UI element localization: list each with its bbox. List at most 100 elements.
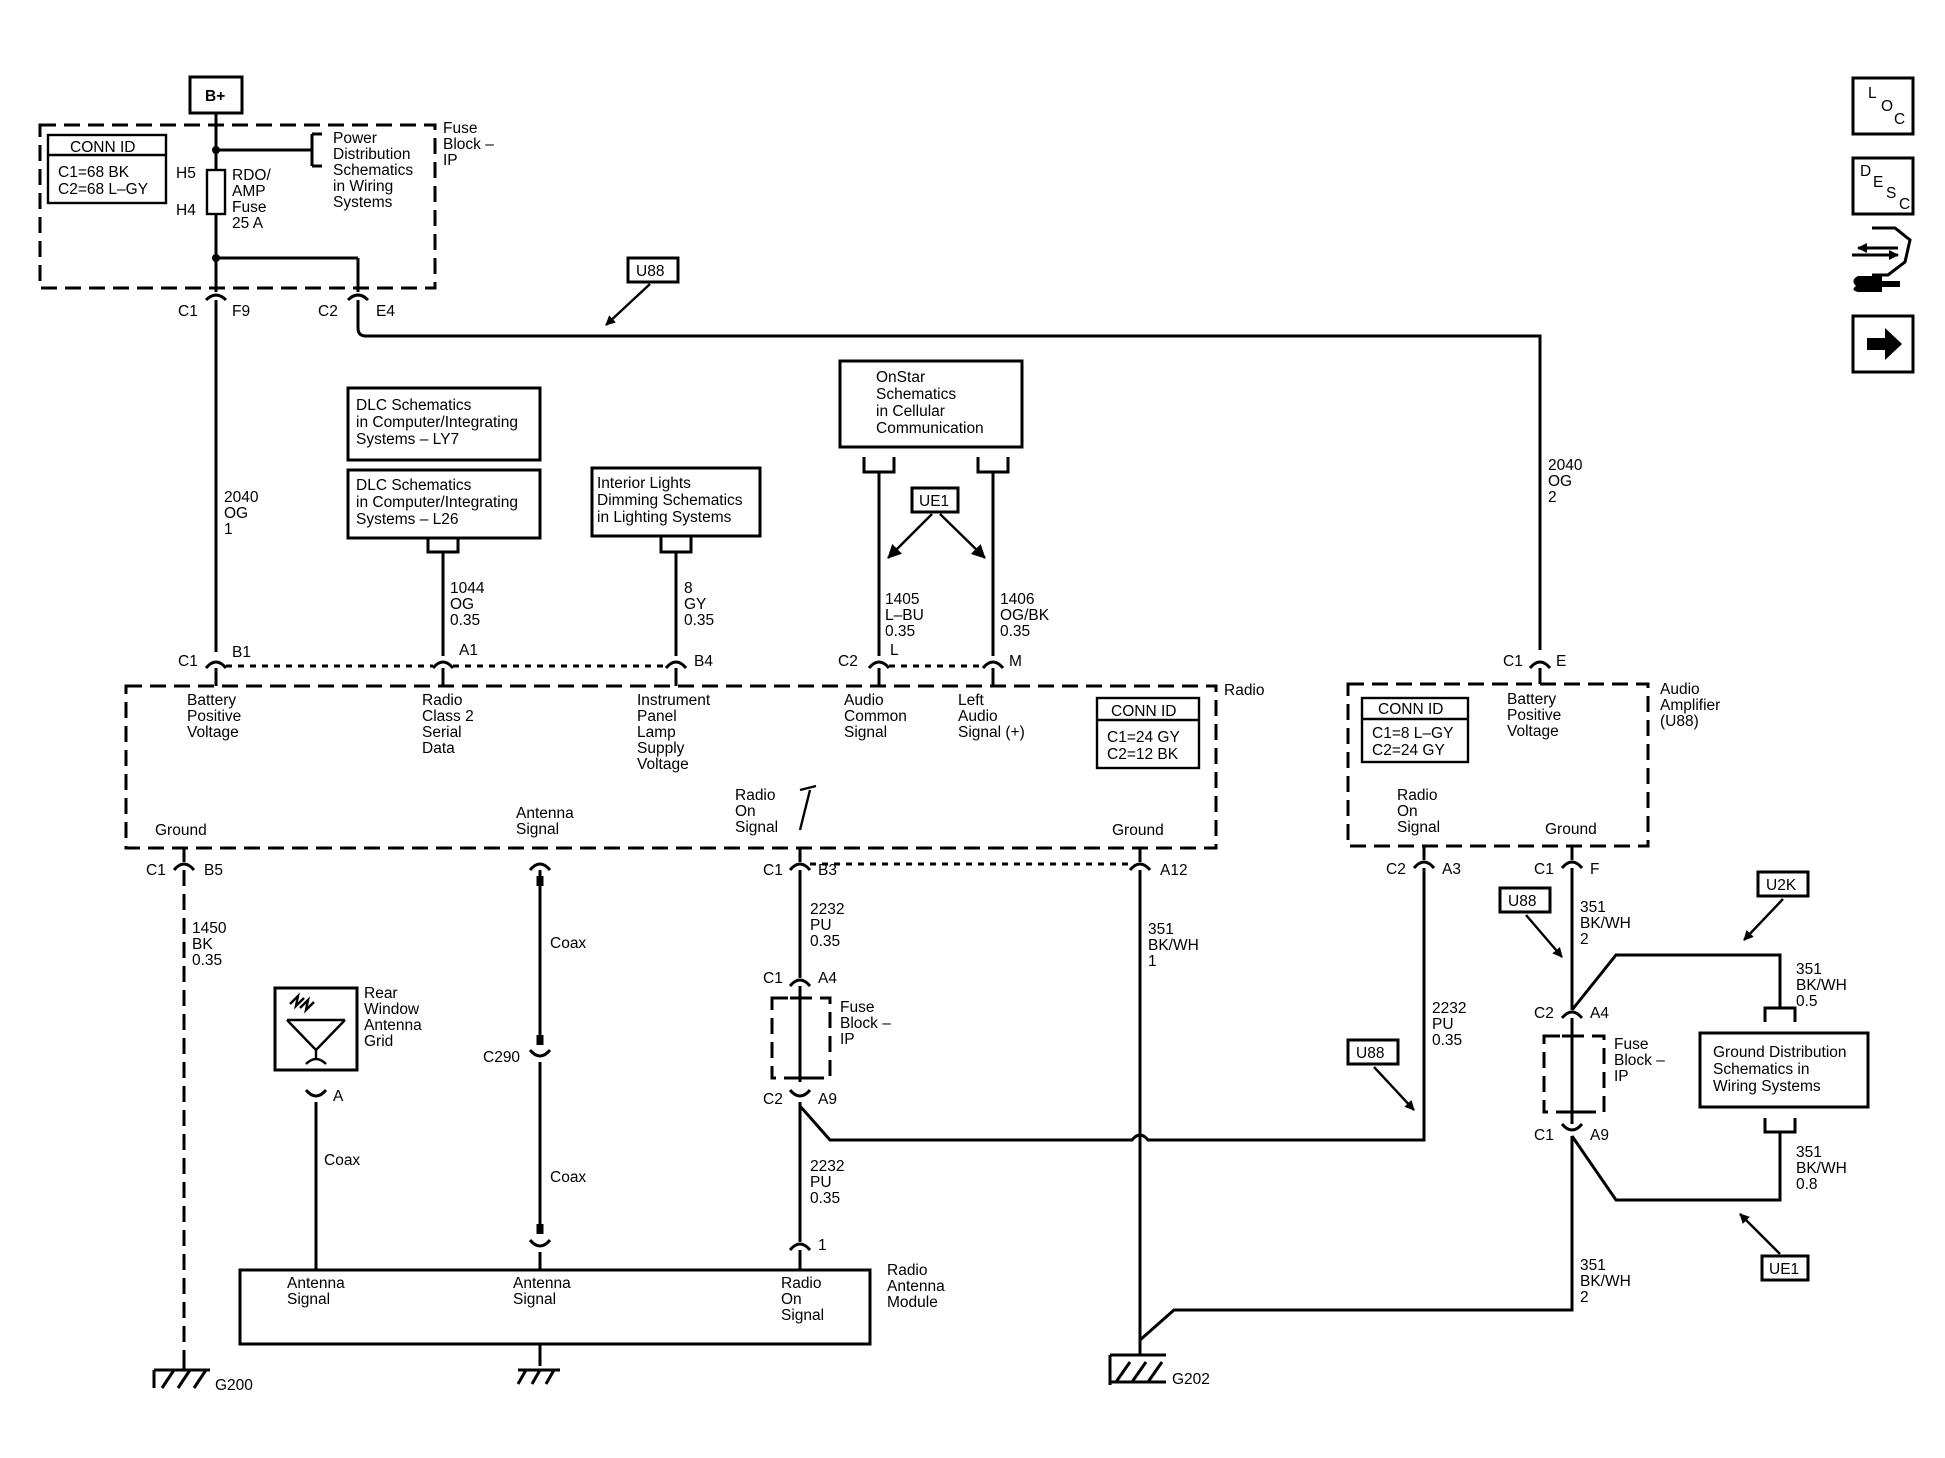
svg-text:Audio: Audio [1660,681,1700,698]
wire-8-gy: 8 GY 0.35 [684,580,714,629]
svg-text:C1=24 GY: C1=24 GY [1107,729,1180,746]
svg-text:Signal: Signal [781,1307,824,1324]
svg-text:Window: Window [364,1001,420,1018]
svg-text:Signal: Signal [844,724,887,741]
svg-text:Radio: Radio [1224,682,1265,699]
radio-conn-id: CONN ID C1=24 GY C2=12 BK [1095,696,1201,770]
svg-text:Radio: Radio [735,787,776,804]
pin-ground-right: Ground [1112,822,1164,839]
svg-text:C2: C2 [1386,861,1406,878]
svg-text:PU: PU [1432,1016,1454,1033]
wire-2232-upper: 2232 PU 0.35 [810,901,844,950]
next-page-button[interactable] [1851,314,1915,374]
power-distribution-ref: Power Distribution Schematics in Wiring … [333,130,413,211]
pin-left-audio: Left Audio Signal (+) [958,692,1025,741]
svg-text:Audio: Audio [844,692,884,709]
option-tag-ue1: UE1 [887,486,986,559]
wire-2232-lower: 2232 PU 0.35 [810,1158,844,1207]
description-button[interactable]: D E S C [1851,156,1915,216]
svg-text:Antenna: Antenna [513,1275,571,1292]
svg-text:1: 1 [224,521,233,538]
svg-text:OG/BK: OG/BK [1000,607,1050,624]
wire-1044: 1044 OG 0.35 [450,580,485,629]
wire-351-1: 351 BK/WH 1 [1148,921,1199,970]
svg-text:Schematics: Schematics [333,162,413,179]
wire-1405: 1405 L–BU 0.35 [885,591,924,640]
amp-battery-positive: Battery Positive Voltage [1507,691,1561,740]
wire-351-amp-upper: 351 BK/WH 2 [1580,899,1631,948]
svg-text:Wiring Systems: Wiring Systems [1713,1078,1821,1095]
rdo-amp-fuse: H5 H4 RDO/ AMP Fuse 25 A [176,165,271,232]
battery-positive-box: B+ [188,75,244,115]
svg-text:RDO/: RDO/ [232,167,271,184]
svg-text:On: On [1397,803,1418,820]
svg-text:G200: G200 [215,1377,253,1394]
svg-text:C1: C1 [146,862,166,879]
svg-text:A1: A1 [459,642,478,659]
connector-end-view-button[interactable] [1852,226,1912,292]
desc-letter-s: S [1886,185,1896,202]
svg-text:C2: C2 [1534,1005,1554,1022]
svg-text:IP: IP [840,1031,855,1048]
svg-text:C1=8 L–GY: C1=8 L–GY [1372,725,1453,742]
svg-text:Left: Left [958,692,985,709]
svg-text:DLC Schematics: DLC Schematics [356,477,472,494]
svg-text:Signal: Signal [287,1291,330,1308]
svg-text:Signal: Signal [516,821,559,838]
svg-text:Coax: Coax [324,1152,360,1169]
loc-letter-c: C [1894,111,1905,128]
arrow-next-icon [1867,328,1902,360]
svg-text:25 A: 25 A [232,215,264,232]
radio-bottom-connectors: C1 B5 C1 B3 A12 [146,848,1188,879]
location-button[interactable]: L O C [1851,76,1915,136]
svg-text:A4: A4 [1590,1005,1609,1022]
svg-text:CONN ID: CONN ID [1111,703,1176,720]
svg-text:2040: 2040 [1548,457,1583,474]
svg-text:AMP: AMP [232,183,266,200]
svg-text:Voltage: Voltage [1507,723,1559,740]
svg-text:C1: C1 [178,653,198,670]
dlc-l26-ref: DLC Schematics in Computer/Integrating S… [346,468,542,540]
desc-letter-e: E [1873,174,1883,191]
svg-text:IP: IP [1614,1068,1629,1085]
svg-text:B1: B1 [232,644,251,661]
svg-text:E: E [1556,653,1566,670]
ground-distribution-ref: Ground Distribution Schematics in Wiring… [1698,1031,1870,1109]
svg-text:Signal: Signal [735,819,778,836]
wire-2232-amp: 2232 PU 0.35 [1432,1000,1466,1049]
svg-text:H5: H5 [176,165,196,182]
svg-text:OG: OG [1548,473,1572,490]
svg-text:2232: 2232 [810,1158,844,1175]
svg-text:0.35: 0.35 [684,612,714,629]
fuse-block-ip-ground: Fuse Block – IP [1542,1018,1665,1124]
option-tag-ue1-lower: UE1 [1739,1213,1810,1282]
svg-text:C2: C2 [318,303,338,320]
svg-text:PU: PU [810,1174,832,1191]
svg-text:Radio: Radio [781,1275,822,1292]
svg-text:0.35: 0.35 [192,952,222,969]
desc-letter-c: C [1899,196,1910,213]
svg-text:Voltage: Voltage [187,724,239,741]
svg-text:0.35: 0.35 [885,623,915,640]
pin-audio-common: Audio Common Signal [844,692,907,741]
svg-text:Supply: Supply [637,740,685,757]
svg-text:G202: G202 [1172,1371,1210,1388]
wire-351-08: 351 BK/WH 0.8 [1796,1144,1847,1193]
svg-text:On: On [735,803,756,820]
svg-text:Signal: Signal [1397,819,1440,836]
svg-text:B3: B3 [818,862,837,879]
amp-radio-on: Radio On Signal [1397,787,1440,836]
pin-radio-on: Radio On Signal [735,787,778,836]
svg-text:BK/WH: BK/WH [1580,915,1631,932]
svg-text:Signal (+): Signal (+) [958,724,1025,741]
svg-text:Instrument: Instrument [637,692,711,709]
svg-text:U88: U88 [636,263,664,280]
svg-text:BK: BK [192,936,213,953]
svg-text:BK/WH: BK/WH [1580,1273,1631,1290]
svg-text:L: L [890,642,899,659]
option-tag-u88-mid: U88 [1346,1038,1415,1111]
svg-text:UE1: UE1 [1769,1261,1799,1278]
svg-text:Signal: Signal [513,1291,556,1308]
svg-text:U88: U88 [1356,1045,1384,1062]
